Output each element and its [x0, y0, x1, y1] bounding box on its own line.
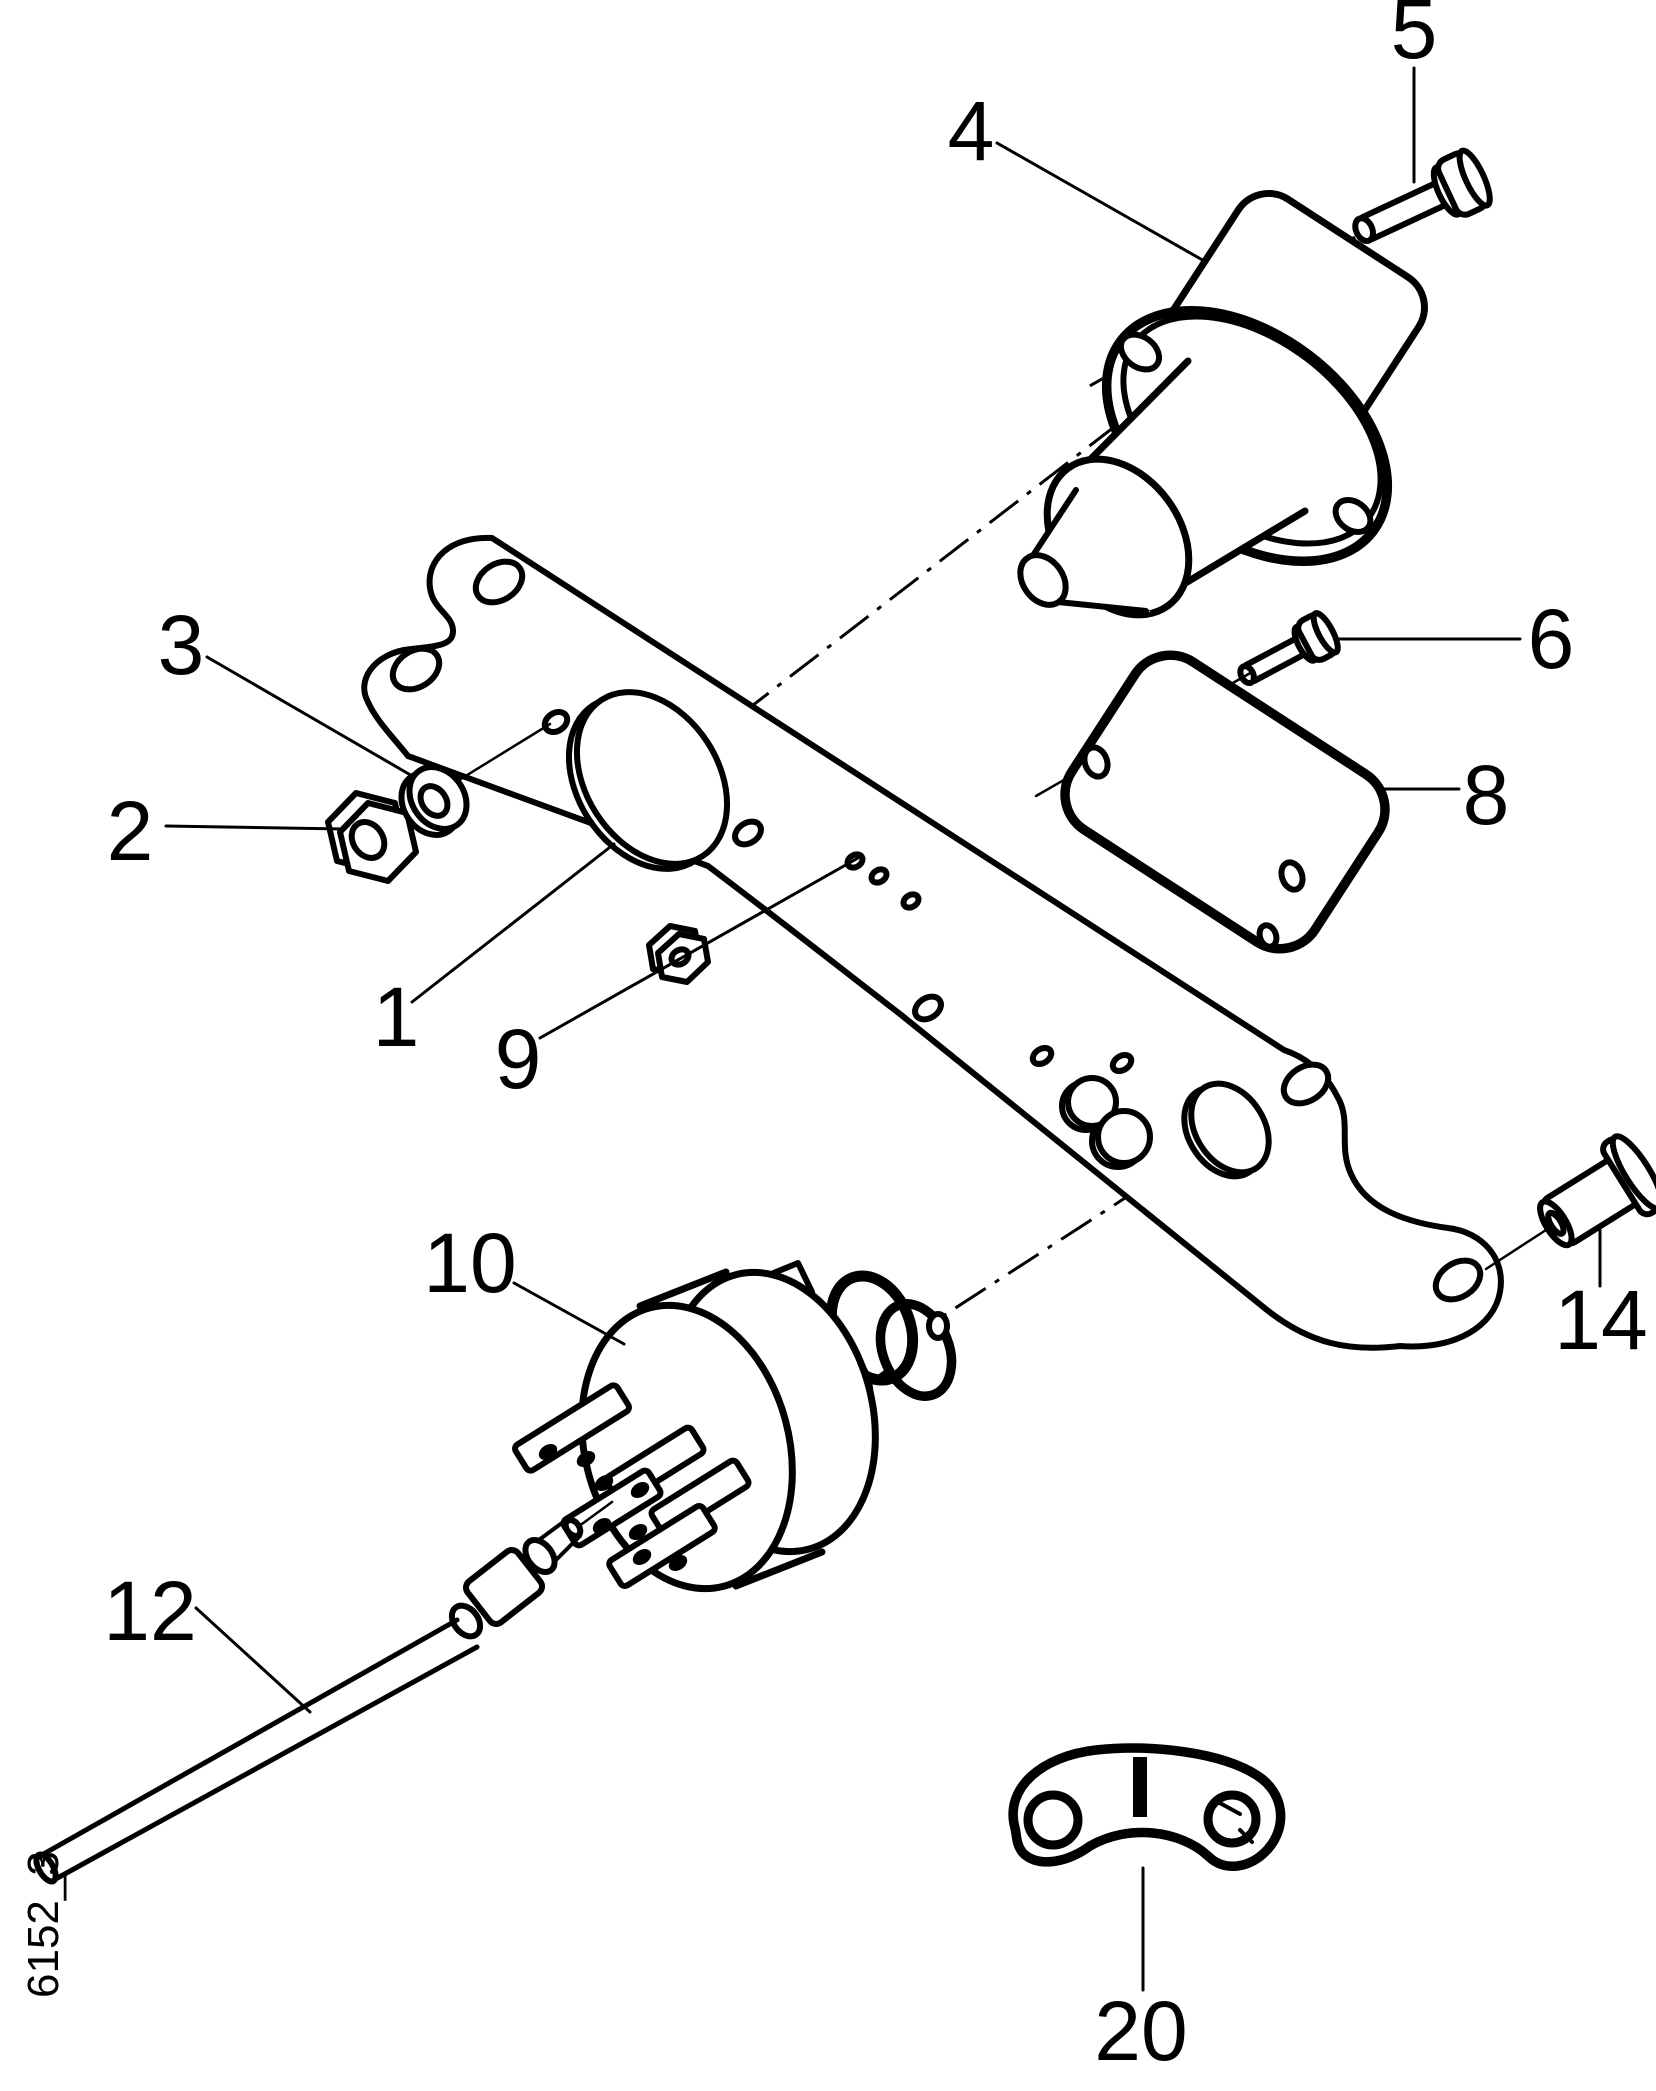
symbol-start-key-notch	[1216, 1800, 1242, 1816]
cover-plate-hole	[1081, 744, 1111, 780]
callout-14: 14	[1554, 1273, 1647, 1367]
switch-terminal-blades	[512, 1382, 752, 1589]
cable-ferrule	[448, 1602, 484, 1640]
solenoid-flange-hole	[1332, 497, 1374, 535]
rivet-head-cap	[1609, 1133, 1656, 1212]
plate-switch-hole	[1188, 1080, 1272, 1176]
callout-5: 5	[1391, 0, 1438, 76]
plate-hole	[472, 558, 526, 606]
cable-tube-edge	[37, 1617, 460, 1859]
terminal-hole	[576, 1450, 596, 1468]
callout-8: 8	[1463, 748, 1510, 842]
terminal-hole	[594, 1474, 614, 1492]
plate-hole-tiny	[1029, 1044, 1055, 1068]
symbol-start-key-notch	[1238, 1828, 1254, 1844]
part-mounting-plate	[361, 534, 1504, 1351]
fit-line-rivet-to-plate	[1484, 1228, 1548, 1271]
terminal-hole	[630, 1481, 650, 1499]
leader-4	[995, 141, 1208, 264]
terminal-hole	[668, 1554, 688, 1572]
part-hex-nut-9	[646, 923, 711, 985]
cover-plate-hole	[1278, 859, 1306, 893]
symbol-off-O	[1023, 1790, 1083, 1850]
cable-connector-barrel	[463, 1547, 545, 1627]
key-head-hole	[926, 1311, 950, 1341]
symbol-start-key-icon	[1203, 1790, 1261, 1848]
callout-9: 9	[495, 1012, 542, 1106]
part-position-plate	[1008, 1743, 1286, 1871]
solenoid-flange-hole	[1117, 331, 1163, 373]
plate-hole	[1432, 1257, 1484, 1303]
plate-keyhole-cutout	[1065, 1075, 1119, 1129]
cable-tube-tip	[33, 1851, 59, 1885]
leader-9	[538, 856, 860, 1040]
part-screw-5	[1352, 147, 1493, 245]
part-hex-nut-2	[325, 790, 419, 884]
leader-lines	[164, 66, 1602, 1992]
part-screw-6	[1237, 610, 1341, 687]
drawing-code: 6152_3	[19, 1851, 68, 1998]
part-cable	[33, 1500, 614, 1885]
part-solenoid-switch	[1017, 189, 1428, 619]
switch-drum-bottom-edge	[732, 1548, 826, 1590]
part-ignition-switch	[512, 1260, 957, 1593]
screw-tip	[1352, 215, 1376, 245]
terminal-hole	[628, 1523, 648, 1541]
screw-head-cap	[1310, 610, 1341, 656]
solenoid-nose-tip	[1017, 552, 1069, 608]
solenoid-nose-bottom	[1055, 599, 1149, 614]
part-cover-plate	[1060, 650, 1390, 954]
screw-head-cap	[1456, 147, 1493, 209]
plate-hole	[389, 645, 443, 693]
axis-solenoid-to-plate-hole	[647, 422, 1119, 788]
leader-12	[194, 1606, 312, 1714]
callout-labels: 1 2 3 4 5 6 8 9 10 12 14 20	[103, 0, 1647, 2078]
washer-hole	[417, 783, 451, 819]
callout-6: 6	[1528, 592, 1575, 686]
solenoid-nose-top	[1027, 487, 1079, 563]
terminal-blade	[606, 1503, 718, 1589]
plate-large-hole	[573, 689, 731, 867]
callout-1: 1	[373, 970, 420, 1064]
terminal-hole	[538, 1443, 558, 1461]
leader-1	[410, 842, 616, 1004]
plate-keyhole-cutout	[1095, 1108, 1153, 1166]
plate-hole	[1280, 1061, 1332, 1107]
terminal-hole	[592, 1517, 612, 1535]
symbol-on-I	[1133, 1757, 1147, 1817]
leader-10	[512, 1281, 626, 1346]
cover-plate-body	[1060, 650, 1390, 954]
leader-2	[164, 824, 346, 831]
cover-plate-hole	[1256, 922, 1280, 950]
mounting-plate-outline	[361, 534, 1504, 1351]
part-rivet-14	[1537, 1133, 1656, 1249]
leader-3	[205, 655, 416, 779]
plate-hole-small	[912, 993, 944, 1023]
plate-hole-tiny	[868, 866, 890, 886]
hex-nut-hole	[348, 819, 388, 861]
plate-hole-small	[541, 709, 571, 735]
terminal-hole	[632, 1548, 652, 1566]
cable-tube-edge	[49, 1644, 480, 1884]
cable-connector-ring	[522, 1537, 558, 1575]
part-washer-3	[398, 764, 470, 838]
plate-hole-tiny	[1109, 1051, 1135, 1075]
plate-hole-small	[732, 818, 764, 848]
callout-12: 12	[103, 1564, 196, 1658]
callout-2: 2	[107, 784, 154, 878]
callout-4: 4	[948, 84, 995, 178]
callout-10: 10	[423, 1216, 516, 1310]
plate-hole-tiny	[900, 891, 922, 911]
callout-3: 3	[158, 598, 205, 692]
switch-drum-top-edge	[636, 1268, 730, 1310]
rivet-bore	[1545, 1209, 1567, 1237]
callout-20: 20	[1094, 1984, 1187, 2078]
